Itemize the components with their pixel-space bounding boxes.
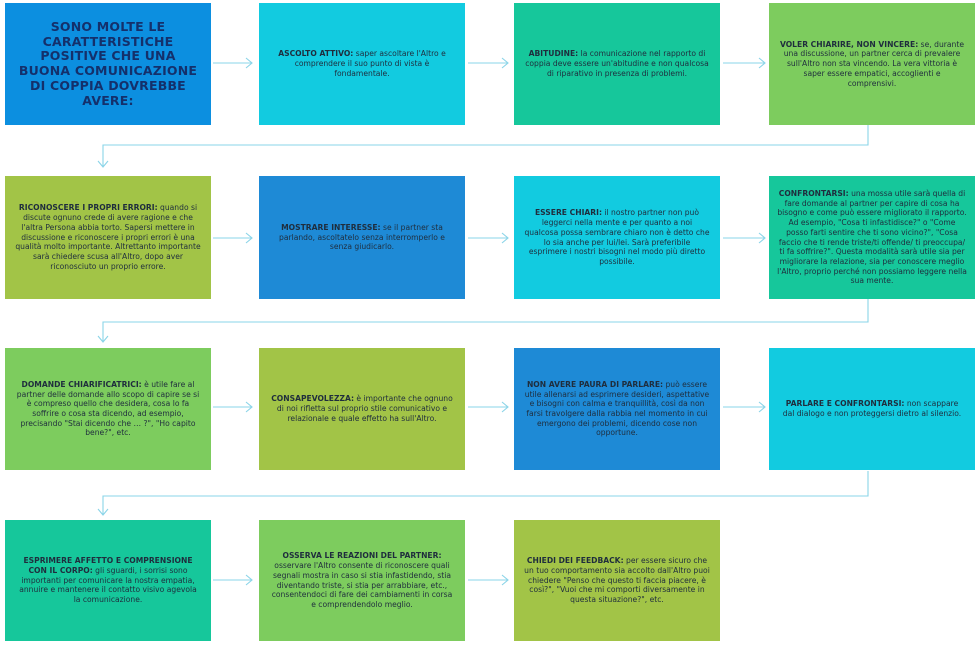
card-text: se il partner sta parlando, ascoltatelo … — [279, 222, 445, 252]
card-heading: DOMANDE CHIARIFICATRICI: — [21, 379, 142, 389]
card-heading: MOSTRARE INTERESSE: — [281, 222, 381, 232]
title-text: SONO MOLTE LE CARATTERISTICHE POSITIVE C… — [18, 18, 198, 108]
arrow-9-10 — [213, 401, 253, 413]
card-text: non scappare dal dialogo e non protegger… — [782, 399, 962, 418]
title-card: SONO MOLTE LE CARATTERISTICHE POSITIVE C… — [5, 3, 211, 125]
card-consapevolezza: CONSAPEVOLEZZA: è importante che ognuno … — [259, 348, 465, 470]
card-chiedi-feedback: CHIEDI DEI FEEDBACK: per essere sicuro c… — [514, 520, 720, 641]
card-text: gli sguardi, i sorrisi sono importanti p… — [19, 565, 197, 605]
arrow-3-4 — [723, 57, 766, 69]
card-voler-chiarire: VOLER CHIARIRE, NON VINCERE: se, durante… — [769, 3, 975, 125]
card-heading: VOLER CHIARIRE, NON VINCERE: — [779, 39, 919, 49]
card-text: può essere utile allenarsi ad esprimere … — [524, 379, 710, 438]
card-riconoscere-errori: RICONOSCERE I PROPRI ERRORI: quando si d… — [5, 176, 211, 299]
card-mostrare-interesse: MOSTRARE INTERESSE: se il partner sta pa… — [259, 176, 465, 299]
card-text: la comunicazione nel rapporto di coppia … — [525, 49, 709, 78]
wrap-arrow-1 — [97, 125, 869, 168]
card-domande-chiarificatrici: DOMANDE CHIARIFICATRICI: è utile fare al… — [5, 348, 211, 470]
card-heading: CHIEDI DEI FEEDBACK: — [526, 556, 624, 566]
card-parlare-confrontarsi: PARLARE E CONFRONTARSI: non scappare dal… — [769, 348, 975, 470]
arrow-7-8 — [723, 232, 766, 244]
card-heading: OSSERVA LE REAZIONI DEL PARTNER: — [282, 551, 442, 561]
arrow-6-7 — [468, 232, 509, 244]
card-abitudine: ABITUDINE: la comunicazione nel rapporto… — [514, 3, 720, 125]
arrow-2-3 — [468, 57, 509, 69]
arrow-1-2 — [213, 57, 253, 69]
card-non-avere-paura: NON AVERE PAURA DI PARLARE: può essere u… — [514, 348, 720, 470]
card-heading: ABITUDINE: — [528, 49, 579, 59]
card-ascolto-attivo: ASCOLTO ATTIVO: saper ascoltare l'Altro … — [259, 3, 465, 125]
card-text: il nostro partner non può leggerci nella… — [524, 208, 710, 266]
card-heading: CONSAPEVOLEZZA: — [271, 394, 355, 404]
arrow-5-6 — [213, 232, 253, 244]
card-text: quando si discute ognuno crede di avere … — [15, 203, 201, 271]
card-osserva-reazioni: OSSERVA LE REAZIONI DEL PARTNER: osserva… — [259, 520, 465, 641]
arrow-13-14 — [213, 574, 253, 586]
card-text: una mossa utile sarà quella di fare doma… — [777, 188, 967, 286]
card-heading: NON AVERE PAURA DI PARLARE: — [526, 379, 664, 389]
card-heading: ESSERE CHIARI: — [534, 208, 602, 218]
arrow-14-15 — [468, 574, 509, 586]
card-essere-chiari: ESSERE CHIARI: il nostro partner non può… — [514, 176, 720, 299]
card-heading: PARLARE E CONFRONTARSI: — [785, 399, 905, 409]
card-heading: CONFRONTARSI: — [778, 188, 849, 198]
card-confrontarsi: CONFRONTARSI: una mossa utile sarà quell… — [769, 176, 975, 299]
card-text: saper ascoltare l'Altro e comprendere il… — [294, 49, 446, 78]
card-text: se, durante una discussione, un partner … — [783, 39, 965, 88]
arrow-11-12 — [723, 401, 766, 413]
card-heading: ASCOLTO ATTIVO: — [278, 49, 354, 59]
card-heading: RICONOSCERE I PROPRI ERRORI: — [18, 203, 158, 213]
card-esprimere-affetto: ESPRIMERE AFFETTO E COMPRENSIONE CON IL … — [5, 520, 211, 641]
card-text: è importante che ognuno di noi rifletta … — [276, 394, 453, 423]
card-heading: ESPRIMERE AFFETTO E COMPRENSIONE CON IL … — [23, 556, 193, 575]
card-text: per essere sicuro che un tuo comportamen… — [524, 556, 710, 605]
card-text: osservare l'Altro consente di riconoscer… — [271, 561, 453, 609]
arrow-10-11 — [468, 401, 509, 413]
card-text: è utile fare al partner delle domande al… — [16, 379, 200, 438]
wrap-arrow-3 — [97, 471, 869, 516]
wrap-arrow-2 — [97, 299, 869, 343]
